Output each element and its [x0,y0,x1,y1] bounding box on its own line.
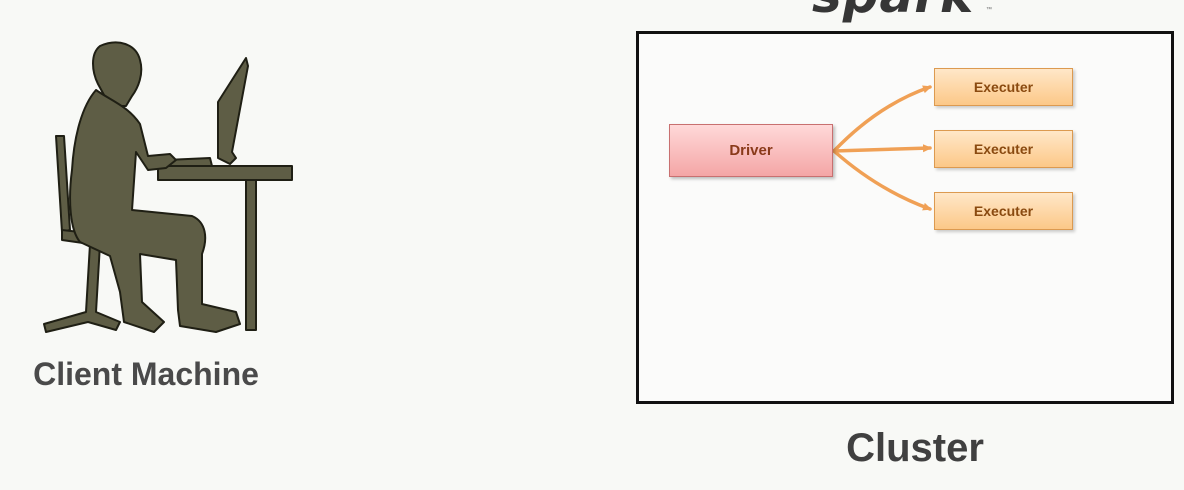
cluster-box [636,31,1174,404]
spark-logo-trademark: ™ [986,7,992,13]
client-machine-label: Client Machine [33,356,259,392]
executer-node: Executer [934,192,1073,230]
executer-node: Executer [934,68,1073,106]
person-at-computer-icon [43,41,293,333]
spark-logo: spark [812,0,974,20]
cluster-label: Cluster [846,426,984,470]
driver-node: Driver [669,124,833,177]
executer-node: Executer [934,130,1073,168]
